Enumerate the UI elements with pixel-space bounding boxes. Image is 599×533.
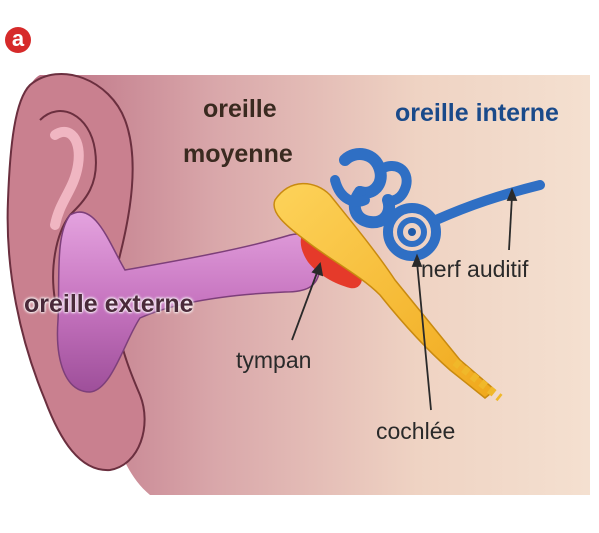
inner-ear-label: oreille interne	[395, 99, 559, 128]
auditory-nerve-label: nerf auditif	[421, 256, 528, 283]
cochlea-core	[408, 228, 416, 236]
outer-ear-label: oreille externe	[24, 290, 194, 319]
figure-badge: a	[5, 27, 31, 53]
eardrum-label: tympan	[236, 347, 311, 374]
middle-ear-label-line2: moyenne	[183, 140, 293, 169]
cochlea-label: cochlée	[376, 418, 455, 445]
middle-ear-label-line1: oreille	[203, 95, 277, 124]
